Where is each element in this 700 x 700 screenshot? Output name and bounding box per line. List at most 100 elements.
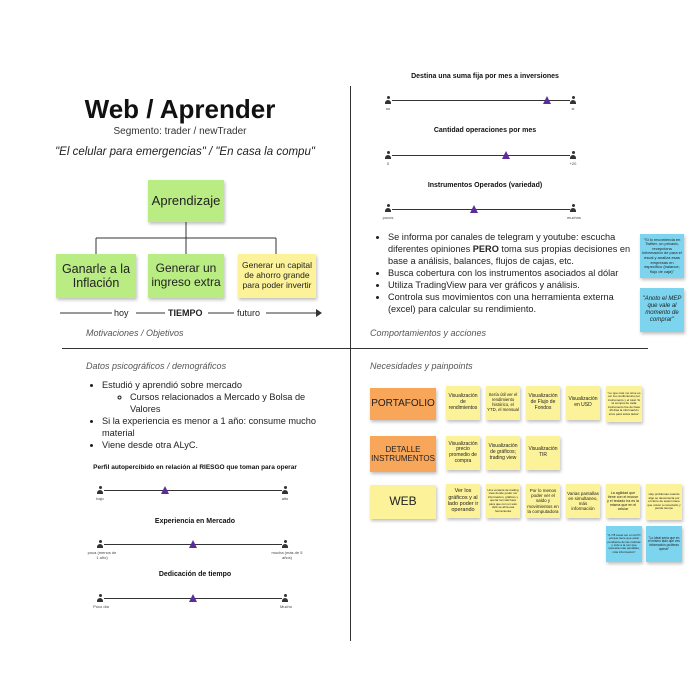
slider-left-label: Poco día <box>93 604 109 609</box>
slider-title-instrumentos: Instrumentos Operados (variedad) <box>427 182 543 189</box>
psychographic-item: Estudió y aprendió sobre mercadoCursos r… <box>102 380 328 416</box>
timeline-left: hoy <box>114 308 129 318</box>
note-text: Visualización de Flujo de Fondos <box>528 393 558 411</box>
quote-note-mep: "Anoto el MEP que vale al momento de com… <box>640 288 684 332</box>
need-note: Sería útil ver el rendimiento histórico,… <box>486 386 520 420</box>
slider-track <box>392 209 570 210</box>
child-sticky-inflacion: Ganarle a la Inflación <box>56 254 136 298</box>
person-icon <box>385 151 391 159</box>
q2-section-label: Comportamientos y acciones <box>370 328 487 338</box>
need-note: Ver los gráficos y al lado poder ir oper… <box>446 484 480 518</box>
note-text: Varias pantallas en simultaneo, más info… <box>567 490 599 512</box>
need-note: Por lo menos poder ver el saldo y movimi… <box>526 484 560 518</box>
need-note: Visualización TIR <box>526 436 560 470</box>
need-note: Visualización precio promedio de compra <box>446 436 480 470</box>
slider-marker <box>469 205 478 213</box>
slider-track <box>392 155 570 156</box>
root-label: Aprendizaje <box>151 192 221 208</box>
slider-title-suma: Destina una suma fija por mes a inversio… <box>411 73 559 80</box>
quote-note-twitter: "Si lo recomienda en Twitter, un privado… <box>640 234 684 278</box>
category-detalle: DETALLE INSTRUMENTOS <box>370 436 436 472</box>
slider-right-label: si <box>571 106 575 111</box>
horizontal-divider <box>62 348 648 349</box>
q3-section-label: Datos psicográficos / demográficos <box>86 361 227 371</box>
note-text: Visualización precio promedio de compra <box>448 440 478 464</box>
slider-title-operaciones: Cantidad operaciones por mes <box>433 127 537 134</box>
note-text: Sería útil ver el rendimiento histórico,… <box>487 392 519 412</box>
segment-subtitle: Segmento: trader / newTrader <box>113 126 247 137</box>
slider-marker <box>542 96 551 104</box>
person-icon <box>97 540 103 548</box>
note-text: Hay problemas cuando algo se desconecta … <box>647 492 681 511</box>
slider-right-label: +20 <box>569 161 577 166</box>
quote-note-pc: "A 7/8 suele ser en la PC porque tiene q… <box>606 526 642 562</box>
note-text: "Lo ideal sería que en el mismo lado que… <box>648 535 680 551</box>
need-note: La agilidad que tiene con el mouse y el … <box>606 484 640 518</box>
behavior-item: Se informa por canales de telegram y you… <box>388 232 636 268</box>
timeline-right: futuro <box>237 308 261 318</box>
note-text: "A 7/8 suele ser en la PC porque tiene q… <box>607 532 641 554</box>
person-icon <box>97 594 103 602</box>
person-icon <box>385 96 391 104</box>
person-icon <box>282 594 288 602</box>
psychographic-subitem: Cursos relacionados a Mercado y Bolsa de… <box>130 392 328 416</box>
q1-section-label: Motivaciones / Objetivos <box>86 328 184 338</box>
person-icon <box>282 540 288 548</box>
note-text: Visualización de rendimientos <box>448 393 478 411</box>
slider-track <box>104 490 282 491</box>
slider-left-label: bajo <box>96 496 104 501</box>
need-note: "Lo que más me sirve es ver los rendimie… <box>606 386 642 422</box>
slider-right-label: muchos <box>566 215 581 220</box>
quote-text: "El celular para emergencias" / "En casa… <box>55 146 315 158</box>
behavior-item: Utiliza TradingView para ver gráficos y … <box>388 280 636 292</box>
note-text: Una ventana de trading view donde poder … <box>487 487 519 513</box>
note-text: Visualización TIR <box>528 446 558 458</box>
category-label: WEB <box>389 494 417 509</box>
person-icon <box>385 204 391 212</box>
slider-right-label: Mucho <box>279 604 292 609</box>
slider-marker <box>160 486 169 494</box>
child-label: Generar un ingreso extra <box>151 261 221 289</box>
person-icon <box>97 486 103 494</box>
vertical-divider <box>350 86 351 641</box>
note-text: Ver los gráficos y al lado poder ir oper… <box>447 488 479 514</box>
category-portafolio: PORTAFOLIO <box>370 388 436 420</box>
behavior-list: Se informa por canales de telegram y you… <box>374 232 636 316</box>
slider-left-label: 0 <box>386 161 390 166</box>
note-text: Visualización de gráficos; trading view <box>488 443 518 461</box>
slider-right-label: alto <box>281 496 289 501</box>
child-label: Generar un capital de ahorro grande para… <box>242 260 312 290</box>
tree-connectors <box>60 222 322 317</box>
child-label: Ganarle a la Inflación <box>61 261 131 290</box>
slider-title-riesgo: Perfil autopercibido en relación al RIES… <box>93 464 297 471</box>
slider-right-label: mucha (más de 5 años) <box>271 550 303 560</box>
need-note: Visualización de Flujo de Fondos <box>526 386 560 420</box>
child-sticky-ingreso: Generar un ingreso extra <box>148 254 224 298</box>
slider-track <box>392 100 570 101</box>
person-icon <box>570 151 576 159</box>
person-icon <box>570 204 576 212</box>
note-text: La agilidad que tiene con el mouse y el … <box>607 490 639 512</box>
note-text: Por lo menos poder ver el saldo y movimi… <box>527 488 559 514</box>
need-note: Hay problemas cuando algo se desconecta … <box>646 484 682 520</box>
child-sticky-capital: Generar un capital de ahorro grande para… <box>238 254 316 298</box>
slider-marker <box>501 151 510 159</box>
category-label: DETALLE INSTRUMENTOS <box>371 444 435 463</box>
category-web: WEB <box>370 485 436 519</box>
category-label: PORTAFOLIO <box>371 398 435 410</box>
note-text: "Si lo recomienda en Twitter, un privado… <box>642 236 682 274</box>
slider-marker <box>189 540 197 548</box>
slider-marker <box>189 594 197 602</box>
slider-left-label: pocos <box>382 215 394 220</box>
root-sticky: Aprendizaje <box>148 180 224 222</box>
slider-title-experiencia: Experiencia en Mercado <box>154 518 236 525</box>
person-icon <box>282 486 288 494</box>
note-text: "Lo que más me sirve es ver los rendimie… <box>607 390 641 416</box>
need-note: Visualización de rendimientos <box>446 386 480 420</box>
note-text: Visualización en USD <box>568 396 598 408</box>
need-note: Visualización en USD <box>566 386 600 420</box>
q4-section-label: Necesidades y painpoints <box>370 361 473 371</box>
slider-left-label: poca (menos de 1 año) <box>87 550 117 560</box>
psychographic-item: Si la experiencia es menor a 1 año: cons… <box>102 416 328 440</box>
timeline-middle: TIEMPO <box>168 308 203 318</box>
